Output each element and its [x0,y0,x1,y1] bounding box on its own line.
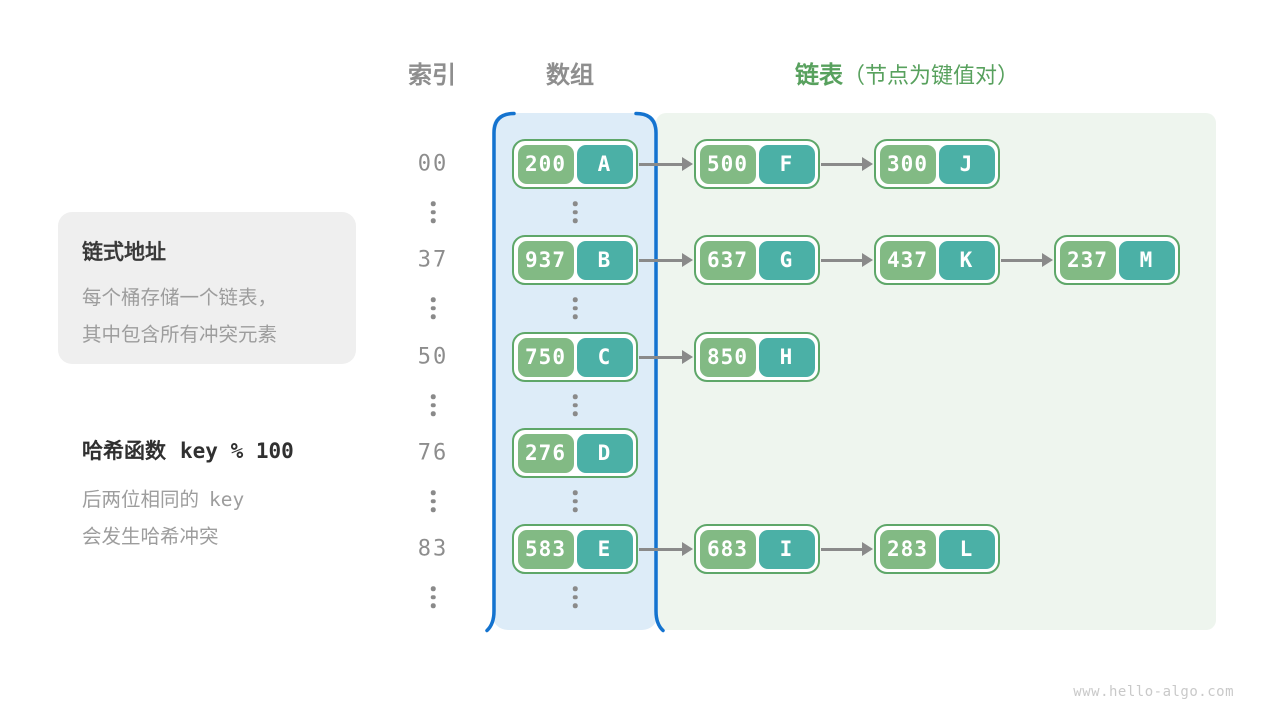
list-column-header: 链表 （节点为键值对） [795,55,1019,90]
arrow-head [682,350,693,364]
arrow-shaft [821,258,864,262]
hash-function-heading: 哈希函数 key % 100 [82,435,294,465]
node-key-cell: 637 [699,240,756,280]
array-bucket-node: 200 A [512,139,638,189]
chain-list-node: 437 K [874,235,1000,285]
node-value-cell: E [576,529,633,569]
ellipsis-dots-icon [572,297,578,319]
next-pointer-arrow-icon [639,350,693,364]
node-value-cell: G [758,240,815,280]
next-pointer-arrow-icon [821,542,873,556]
node-key-cell: 276 [517,433,574,473]
node-key-cell: 437 [879,240,936,280]
chaining-info-line1: 每个桶存储一个链表， [82,287,278,309]
node-key-cell: 850 [699,337,756,377]
chain-list-node: 300 J [874,139,1000,189]
node-key-cell: 750 [517,337,574,377]
arrow-head [1042,253,1053,267]
node-key-cell: 300 [879,144,936,184]
ellipsis-dots-icon [572,394,578,416]
node-key-cell: 237 [1059,240,1116,280]
node-key-cell: 683 [699,529,756,569]
node-value-cell: I [758,529,815,569]
ellipsis-dots-icon [572,201,578,223]
ellipsis-dots-icon [572,490,578,512]
node-value-cell: L [938,529,995,569]
ellipsis-dots-icon [430,490,436,512]
node-key-cell: 500 [699,144,756,184]
arrow-shaft [639,547,684,551]
ellipsis-dots-icon [572,586,578,608]
node-value-cell: B [576,240,633,280]
array-bucket-node: 583 E [512,524,638,574]
ellipsis-dots-icon [430,394,436,416]
arrow-shaft [639,355,684,359]
hash-function-formula: key % 100 [180,439,294,463]
node-value-cell: K [938,240,995,280]
node-key-cell: 937 [517,240,574,280]
arrow-shaft [1001,258,1044,262]
chain-list-node: 237 M [1054,235,1180,285]
node-value-cell: H [758,337,815,377]
array-column-header: 数组 [546,62,594,89]
bucket-index-label: 50 [417,344,449,370]
bucket-index-label: 76 [417,440,449,466]
arrow-head [862,542,873,556]
next-pointer-arrow-icon [639,253,693,267]
node-key-cell: 583 [517,529,574,569]
bucket-index-label: 00 [417,151,449,177]
hash-note-line1: 后两位相同的 key [82,481,294,519]
hash-function-heading-text: 哈希函数 [82,440,166,463]
hash-note-line1-text: 后两位相同的 [82,489,200,511]
chaining-info-line2: 其中包含所有冲突元素 [82,324,278,346]
chain-list-node: 683 I [694,524,820,574]
list-column-header-note: （节点为键值对） [843,63,1020,88]
hash-note-line1-code: key [209,488,245,511]
next-pointer-arrow-icon [821,157,873,171]
hash-note-line2: 会发生哈希冲突 [82,526,219,548]
ellipsis-dots-icon [430,297,436,319]
node-value-cell: J [938,144,995,184]
watermark: www.hello-algo.com [1073,684,1234,700]
arrow-head [862,157,873,171]
next-pointer-arrow-icon [1001,253,1053,267]
next-pointer-arrow-icon [821,253,873,267]
node-value-cell: A [576,144,633,184]
node-value-cell: C [576,337,633,377]
next-pointer-arrow-icon [639,542,693,556]
array-bucket-node: 750 C [512,332,638,382]
arrow-head [682,542,693,556]
chain-list-node: 850 H [694,332,820,382]
arrow-shaft [821,547,864,551]
array-bucket-node: 276 D [512,428,638,478]
bucket-index-label: 83 [417,536,449,562]
arrow-shaft [639,258,684,262]
chain-list-node: 283 L [874,524,1000,574]
chain-list-node: 500 F [694,139,820,189]
node-value-cell: D [576,433,633,473]
arrow-shaft [639,162,684,166]
arrow-head [862,253,873,267]
node-value-cell: F [758,144,815,184]
chain-list-node: 637 G [694,235,820,285]
ellipsis-dots-icon [430,586,436,608]
hash-function-note: 哈希函数 key % 100 后两位相同的 key 会发生哈希冲突 [82,435,294,556]
node-key-cell: 200 [517,144,574,184]
arrow-head [682,157,693,171]
node-key-cell: 283 [879,529,936,569]
next-pointer-arrow-icon [639,157,693,171]
ellipsis-dots-icon [430,201,436,223]
chaining-info-title: 链式地址 [82,241,166,264]
arrow-shaft [821,162,864,166]
arrow-head [682,253,693,267]
list-column-header-title: 链表 [795,62,843,89]
node-value-cell: M [1118,240,1175,280]
array-bucket-node: 937 B [512,235,638,285]
chaining-info-box: 链式地址 每个桶存储一个链表， 其中包含所有冲突元素 [58,212,356,364]
bucket-index-label: 37 [417,247,449,273]
index-column-header: 索引 [408,62,456,89]
